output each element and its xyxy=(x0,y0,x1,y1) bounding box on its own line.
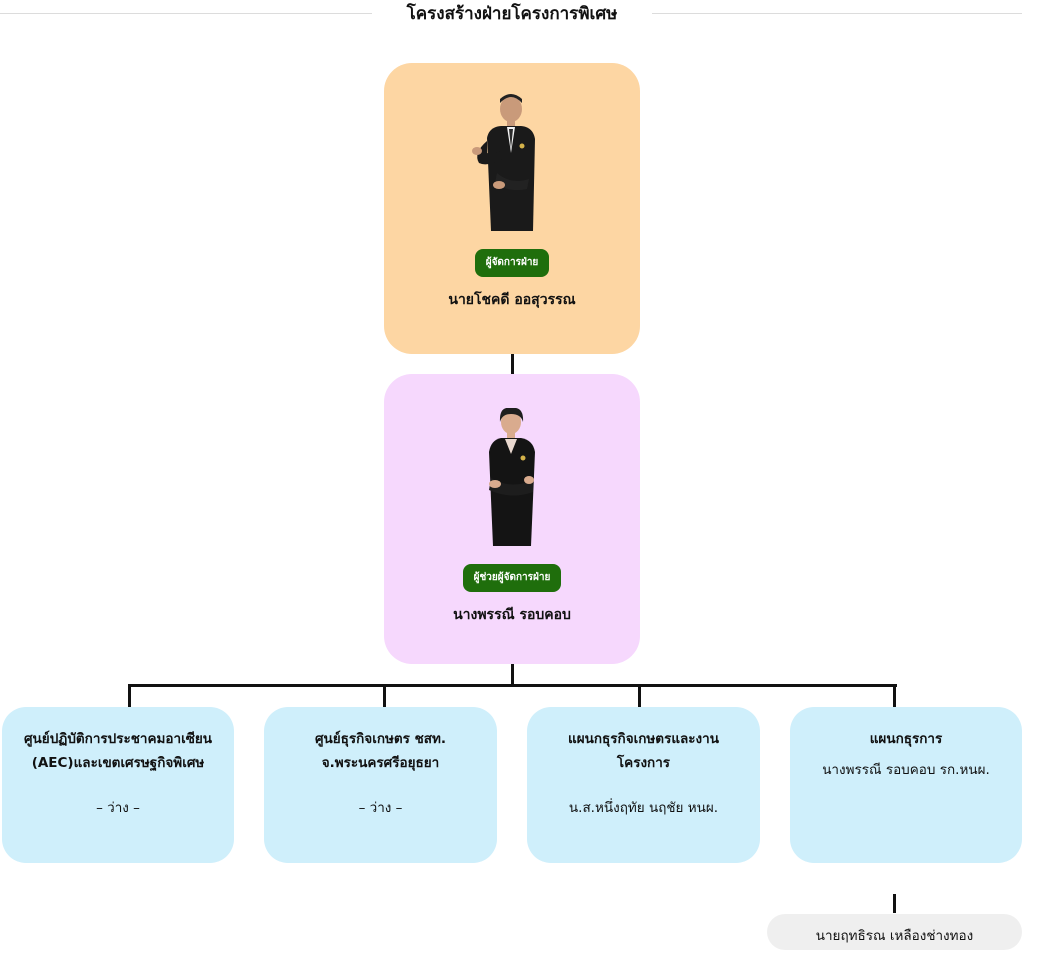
assistant-card: ผู้ช่วยผู้จัดการฝ่าย นางพรรณี รอบคอบ xyxy=(384,374,640,664)
unit-name-line1: ศูนย์ปฏิบัติการประชาคมอาเซียน xyxy=(23,731,213,747)
assistant-role-badge: ผู้ช่วยผู้จัดการฝ่าย xyxy=(462,564,562,592)
connector-admin-staff xyxy=(893,894,896,913)
unit-name-line2: โครงการ xyxy=(616,755,671,771)
unit-card-admin: แผนกธุรการ นางพรรณี รอบคอบ รก.หนผ. xyxy=(790,707,1022,863)
connector-drop-2 xyxy=(383,684,386,707)
manager-photo-icon xyxy=(467,93,557,233)
assistant-name: นางพรรณี รอบคอบ xyxy=(453,607,571,623)
connector-assistant-bus xyxy=(511,664,514,685)
manager-card: ผู้จัดการฝ่าย นายโชคดี ออสุวรรณ xyxy=(384,63,640,354)
manager-name: นายโชคดี ออสุวรรณ xyxy=(448,292,576,308)
unit-person: นางพรรณี รอบคอบ รก.หนผ. xyxy=(822,762,990,778)
unit-card-agri-projects: แผนกธุรกิจเกษตรและงาน โครงการ น.ส.หนึ่งฤ… xyxy=(527,707,760,863)
unit-card-aec: ศูนย์ปฏิบัติการประชาคมอาเซียน (AEC)และเข… xyxy=(2,707,234,863)
assistant-photo-icon xyxy=(467,407,557,548)
connector-drop-1 xyxy=(128,684,131,707)
unit-name-line1: แผนกธุรกิจเกษตรและงาน xyxy=(568,731,719,747)
title-rule-left xyxy=(0,13,372,14)
unit-person: น.ส.หนึ่งฤทัย นฤชัย หนผ. xyxy=(568,800,719,816)
page-title: โครงสร้างฝ่ายโครงการพิเศษ xyxy=(406,4,618,24)
sub-staff-pill: นายฤทธิรณ เหลืองช่างทอง xyxy=(767,914,1022,950)
unit-person: – ว่าง – xyxy=(96,800,140,816)
unit-name-line1: แผนกธุรการ xyxy=(869,731,943,747)
unit-name-line1: ศูนย์ธุรกิจเกษตร ชสท. xyxy=(314,731,447,747)
title-rule-right xyxy=(652,13,1022,14)
unit-name-line2: (AEC)และเขตเศรษฐกิจพิเศษ xyxy=(31,755,205,771)
unit-person: – ว่าง – xyxy=(358,800,403,816)
connector-drop-3 xyxy=(638,684,641,707)
connector-bus-horizontal xyxy=(128,684,897,687)
connector-manager-assistant xyxy=(511,354,514,374)
connector-drop-4 xyxy=(893,684,896,707)
unit-name-line2: จ.พระนครศรีอยุธยา xyxy=(321,755,440,771)
manager-role-badge: ผู้จัดการฝ่าย xyxy=(474,249,550,277)
unit-card-agri-center: ศูนย์ธุรกิจเกษตร ชสท. จ.พระนครศรีอยุธยา … xyxy=(264,707,497,863)
